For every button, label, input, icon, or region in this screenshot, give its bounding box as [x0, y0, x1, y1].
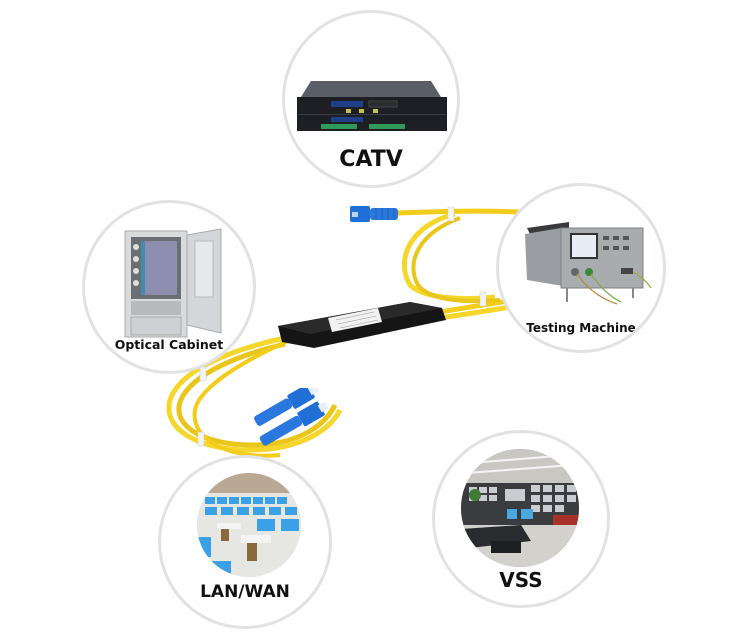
lan-wan-label: LAN/WAN — [200, 582, 290, 602]
plc-splitter-box — [278, 302, 446, 348]
vss-photo — [461, 449, 579, 567]
catv-label: CATV — [339, 147, 403, 172]
testing-machine-circle: Testing Machine — [496, 183, 666, 353]
optical-cabinet-label: Optical Cabinet — [114, 337, 224, 352]
lan-wan-photo — [197, 473, 301, 577]
vss-label: VSS — [499, 568, 543, 592]
sc-connector-top — [350, 206, 398, 222]
optical-cabinet-circle: Optical Cabinet — [82, 200, 256, 374]
testing-machine-image — [525, 222, 652, 305]
sc-connectors-bottom — [254, 388, 329, 446]
catv-equipment-image — [297, 81, 447, 131]
catv-circle: CATV — [282, 10, 460, 188]
testing-machine-label: Testing Machine — [526, 321, 636, 335]
optical-cabinet-image — [124, 228, 222, 338]
lan-wan-circle: LAN/WAN — [158, 455, 332, 629]
vss-circle: VSS — [432, 430, 610, 608]
